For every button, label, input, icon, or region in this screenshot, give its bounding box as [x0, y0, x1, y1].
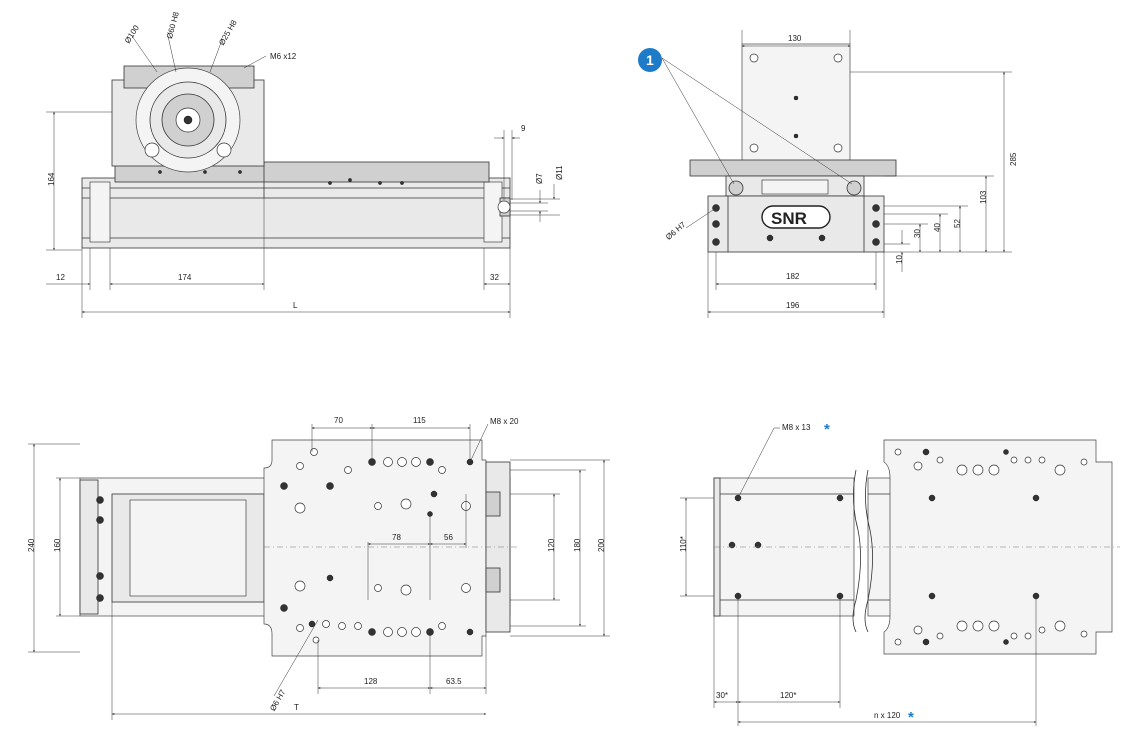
- dim-T: T: [294, 703, 299, 712]
- callout-badge: 1: [638, 48, 662, 72]
- dim-52: 52: [953, 219, 962, 228]
- dim-40: 40: [933, 223, 942, 232]
- dim-285: 285: [1009, 152, 1018, 166]
- snr-logo: SNR: [761, 205, 831, 229]
- dim-164: 164: [47, 172, 56, 186]
- dim-30: 30: [913, 229, 922, 238]
- dim-196: 196: [786, 301, 800, 310]
- dim-160: 160: [53, 538, 62, 552]
- asterisk-m8: *: [824, 421, 830, 438]
- dim-120-top: 120: [547, 538, 556, 552]
- dim-L: L: [293, 301, 298, 310]
- front-view: Ø100 Ø60 H8 Ø25 H8 M6 x12 164 9 Ø7 Ø11 1…: [46, 10, 564, 318]
- dim-70: 70: [334, 416, 343, 425]
- dim-10: 10: [895, 255, 904, 264]
- callout-d100: Ø100: [123, 23, 141, 45]
- dim-130: 130: [788, 34, 802, 43]
- dim-115: 115: [413, 416, 426, 425]
- snr-logo-text: SNR: [771, 209, 807, 228]
- dim-103: 103: [979, 190, 988, 204]
- dim-d6-top: Ø6 H7: [268, 688, 288, 713]
- dim-63-5: 63.5: [446, 677, 462, 686]
- dim-110: 110*: [679, 536, 688, 552]
- dim-d7: Ø7: [535, 173, 544, 184]
- dim-56: 56: [444, 533, 453, 542]
- dim-120-base: 120*: [780, 691, 796, 700]
- dim-m8-top: M8 x 20: [490, 417, 519, 426]
- top-view: 70 115 M8 x 20 240 160 78 56 120 180: [27, 416, 610, 720]
- dim-9: 9: [521, 124, 526, 133]
- callout-badge-number: 1: [646, 52, 654, 68]
- dim-174: 174: [178, 273, 192, 282]
- asterisk-n120: *: [908, 709, 914, 726]
- dim-128: 128: [364, 677, 378, 686]
- dim-78: 78: [392, 533, 401, 542]
- dim-d6-side: Ø6 H7: [664, 220, 688, 242]
- dim-32: 32: [490, 273, 499, 282]
- dim-d11: Ø11: [555, 165, 564, 180]
- callout-d25: Ø25 H8: [217, 18, 239, 47]
- dim-12: 12: [56, 273, 65, 282]
- dim-30-base: 30*: [716, 691, 728, 700]
- dim-200: 200: [597, 538, 606, 552]
- callout-d60: Ø60 H8: [165, 10, 181, 39]
- base-view: M8 x 13 * 110* 30* 120* n x 120 *: [679, 421, 1120, 726]
- dim-n120: n x 120: [874, 711, 901, 720]
- dim-182: 182: [786, 272, 800, 281]
- dim-240: 240: [27, 538, 36, 552]
- callout-m6: M6 x12: [270, 52, 297, 61]
- side-view: SNR 1 130 285 103 52 40 30 10: [638, 30, 1018, 318]
- dim-180: 180: [573, 538, 582, 552]
- dim-m8-base: M8 x 13: [782, 423, 811, 432]
